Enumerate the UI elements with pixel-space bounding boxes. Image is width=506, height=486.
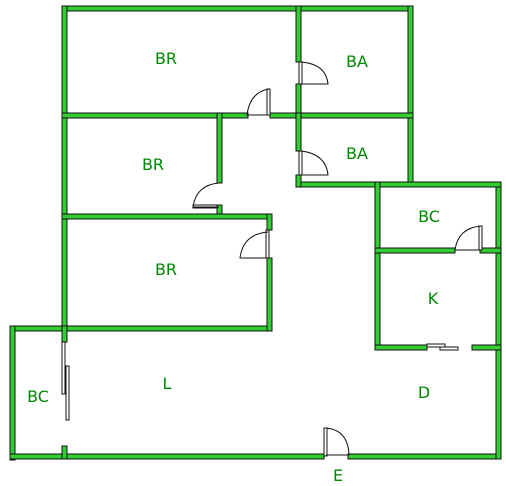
wall-bottom-right — [347, 453, 502, 460]
wall-kitchen-top — [297, 181, 502, 188]
wall-balcony-living-top — [61, 325, 68, 343]
wall-ba2-left-bottom — [295, 174, 302, 188]
label-entry: E — [333, 466, 343, 485]
wall-right-lower — [495, 181, 502, 460]
wall-kitchen-bottom-left — [374, 344, 428, 351]
door-bath-2 — [298, 150, 329, 176]
doors — [61, 61, 483, 457]
label-balcony-2: BC — [418, 207, 440, 226]
wall-left-bedrooms — [61, 5, 68, 332]
door-balcony-1-sliding — [61, 341, 70, 421]
door-bedroom-2 — [192, 182, 220, 209]
wall-ba2-left-top — [295, 112, 302, 152]
wall-bottom-left — [9, 453, 325, 460]
wall-bc-k-left — [374, 247, 456, 254]
label-bedroom-3: BR — [155, 260, 177, 279]
label-living: L — [163, 374, 172, 393]
wall-br3-right-bottom — [266, 257, 273, 332]
door-entry — [323, 427, 350, 457]
wall-balcony-living-bottom — [61, 445, 68, 460]
label-bath-1: BA — [346, 52, 368, 71]
door-balcony-2 — [454, 225, 483, 251]
wall-br2-bottom — [61, 213, 273, 220]
wall-kitchen-left — [374, 181, 381, 351]
door-kitchen-sliding — [426, 343, 459, 351]
wall-balcony-left — [9, 325, 16, 461]
label-bath-2: BA — [346, 144, 368, 163]
door-bath-1 — [298, 61, 329, 85]
interior-walls — [61, 5, 502, 460]
wall-br1-bottom-right — [269, 112, 414, 119]
wall-bc-k-right — [479, 247, 502, 254]
label-bedroom-1: BR — [155, 49, 177, 68]
wall-br1-ba1-lower — [295, 83, 302, 117]
label-bedroom-2: BR — [142, 155, 164, 174]
label-dining: D — [418, 383, 430, 402]
room-labels: BR BA BR BA BC BR K L D BC E — [27, 49, 440, 485]
wall-right-upper — [407, 5, 414, 187]
wall-kitchen-bottom-right — [471, 344, 502, 351]
wall-br1-ba1-upper — [295, 5, 302, 63]
wall-top — [61, 5, 413, 12]
wall-living-top — [9, 325, 273, 332]
label-kitchen: K — [428, 289, 439, 308]
door-bedroom-1 — [246, 88, 271, 116]
door-bedroom-3 — [239, 229, 270, 259]
wall-br2-right — [216, 112, 223, 184]
wall-br3-right-top — [266, 213, 273, 231]
label-balcony-1: BC — [27, 387, 49, 406]
